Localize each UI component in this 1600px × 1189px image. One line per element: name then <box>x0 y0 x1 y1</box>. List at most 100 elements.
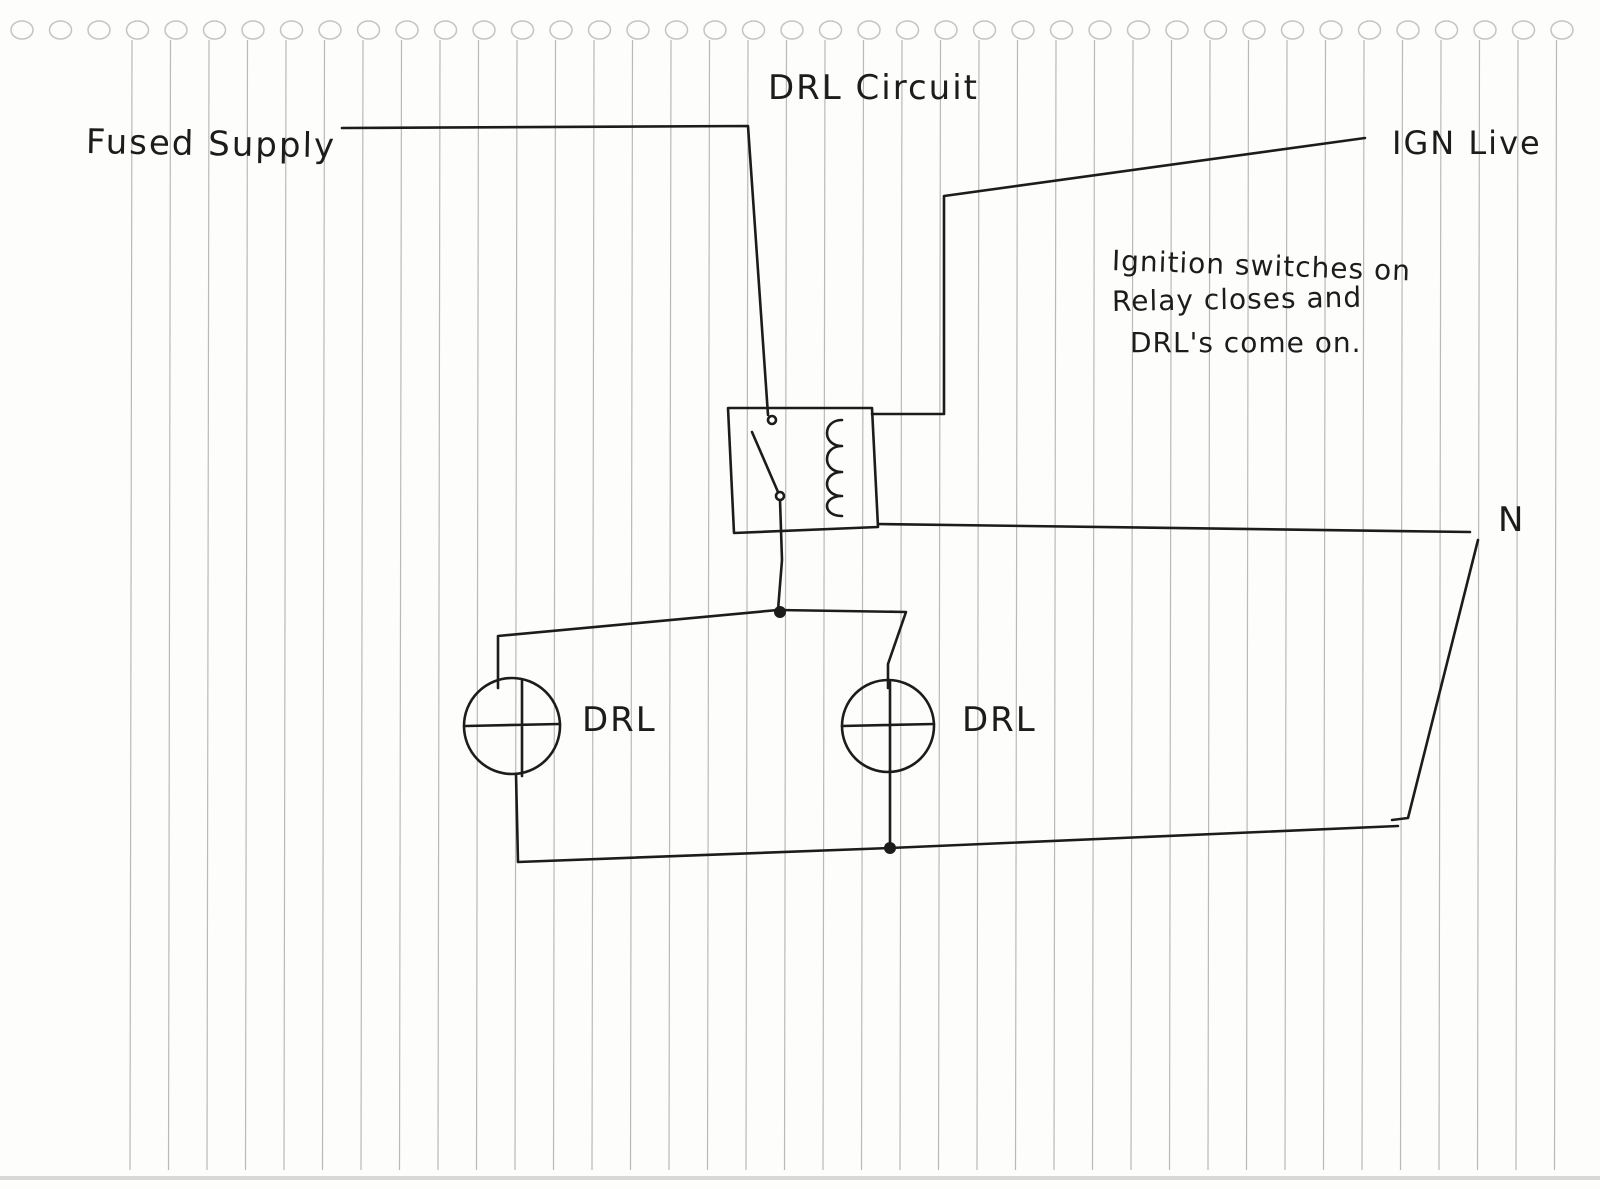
binding-hole <box>626 20 650 40</box>
binding-hole <box>356 20 381 40</box>
binding-hole <box>48 20 73 40</box>
rule-line <box>1284 39 1288 1171</box>
binding-hole <box>395 20 419 40</box>
rule-line <box>321 39 326 1171</box>
binding-hole <box>895 20 920 40</box>
rule-line <box>1515 39 1519 1171</box>
note-line-2: Relay closes and <box>1111 280 1363 318</box>
binding-hole <box>1280 20 1305 40</box>
binding-hole <box>87 20 111 40</box>
rule-line <box>668 39 672 1171</box>
binding-hole <box>510 20 535 40</box>
relay-switch-blade <box>750 430 780 494</box>
binding-hole <box>1242 20 1266 40</box>
ign-live-wire <box>870 136 1367 416</box>
explanation-note: Ignition switches on Relay closes and DR… <box>1111 244 1411 367</box>
binding-hole <box>433 20 458 40</box>
rule-line <box>1207 39 1211 1171</box>
rule-line <box>591 39 595 1171</box>
binding-hole <box>279 20 304 40</box>
binding-hole <box>664 20 689 40</box>
relay-coil <box>825 418 844 518</box>
binding-hole <box>1473 20 1497 40</box>
binding-hole <box>1434 20 1459 40</box>
binding-hole <box>1396 20 1420 40</box>
binding-hole <box>857 20 881 40</box>
binding-hole <box>10 20 34 40</box>
binding-hole <box>1088 20 1112 40</box>
junction-top <box>774 606 786 618</box>
lamp-left-cross <box>464 678 562 778</box>
rule-line <box>706 39 711 1171</box>
bottom-return-wire <box>514 768 892 864</box>
rule-line <box>899 39 903 1171</box>
rule-line <box>822 39 826 1171</box>
rule-line <box>1168 39 1173 1171</box>
rule-line <box>398 39 403 1171</box>
binding-hole <box>241 20 265 40</box>
rule-line <box>783 39 788 1171</box>
binding-hole <box>549 20 573 40</box>
rule-line <box>206 39 210 1171</box>
note-line-3: DRL's come on. <box>1130 326 1362 359</box>
rule-line <box>937 39 942 1171</box>
neutral-wire-top <box>876 522 1472 534</box>
rule-line <box>745 39 749 1171</box>
fused-supply-wire <box>340 124 770 417</box>
binding-hole <box>1357 20 1382 40</box>
junction-bottom <box>884 842 896 854</box>
binding-hole <box>318 20 342 40</box>
rule-line <box>860 39 865 1171</box>
fused-supply-label: Fused Supply <box>85 122 337 167</box>
neutral-label: N <box>1498 500 1526 540</box>
rule-line <box>283 39 287 1171</box>
lamp-left-label: DRL <box>582 700 657 740</box>
binding-hole <box>703 20 727 40</box>
ign-live-label: IGN Live <box>1392 124 1542 162</box>
binding-hole <box>1511 20 1536 40</box>
ruled-lines <box>129 39 1558 1171</box>
rule-line <box>1130 39 1134 1171</box>
rule-line <box>514 39 518 1171</box>
lamp-left <box>462 676 562 776</box>
binding-hole <box>934 20 958 40</box>
rule-line <box>1245 39 1250 1171</box>
bottom-neutral-wire <box>888 824 1400 850</box>
binding-hole <box>1319 20 1343 40</box>
binding-hole <box>741 20 766 40</box>
binding-holes <box>10 20 1574 40</box>
binding-hole <box>1550 20 1574 40</box>
rule-line <box>1438 39 1442 1171</box>
rule-line <box>1361 39 1365 1171</box>
rule-line <box>629 39 634 1171</box>
rule-line <box>1399 39 1404 1171</box>
binding-hole <box>818 20 843 40</box>
lamp-right-cross <box>840 680 936 774</box>
rule-line <box>360 39 364 1171</box>
rule-line <box>1014 39 1019 1171</box>
binding-hole <box>202 20 227 40</box>
binding-hole <box>1203 20 1228 40</box>
rule-line <box>976 39 980 1171</box>
rule-line <box>437 39 441 1171</box>
rule-line <box>552 39 557 1171</box>
top-bus-wire-right <box>776 608 908 690</box>
rule-line <box>1553 39 1558 1171</box>
rule-line <box>129 39 133 1171</box>
binding-hole <box>972 20 997 40</box>
binding-hole <box>472 20 496 40</box>
binding-hole <box>164 20 188 40</box>
binding-hole <box>1049 20 1074 40</box>
diagram-title: DRL Circuit <box>768 68 979 108</box>
neutral-wire-diagonal <box>1390 538 1480 822</box>
rule-line <box>475 39 480 1171</box>
rule-line <box>1091 39 1096 1171</box>
binding-hole <box>780 20 804 40</box>
relay-contact-top <box>766 414 778 426</box>
rule-line <box>1053 39 1057 1171</box>
top-bus-wire <box>496 608 780 690</box>
binding-hole <box>1126 20 1151 40</box>
relay-box <box>726 406 880 535</box>
binding-hole <box>587 20 612 40</box>
